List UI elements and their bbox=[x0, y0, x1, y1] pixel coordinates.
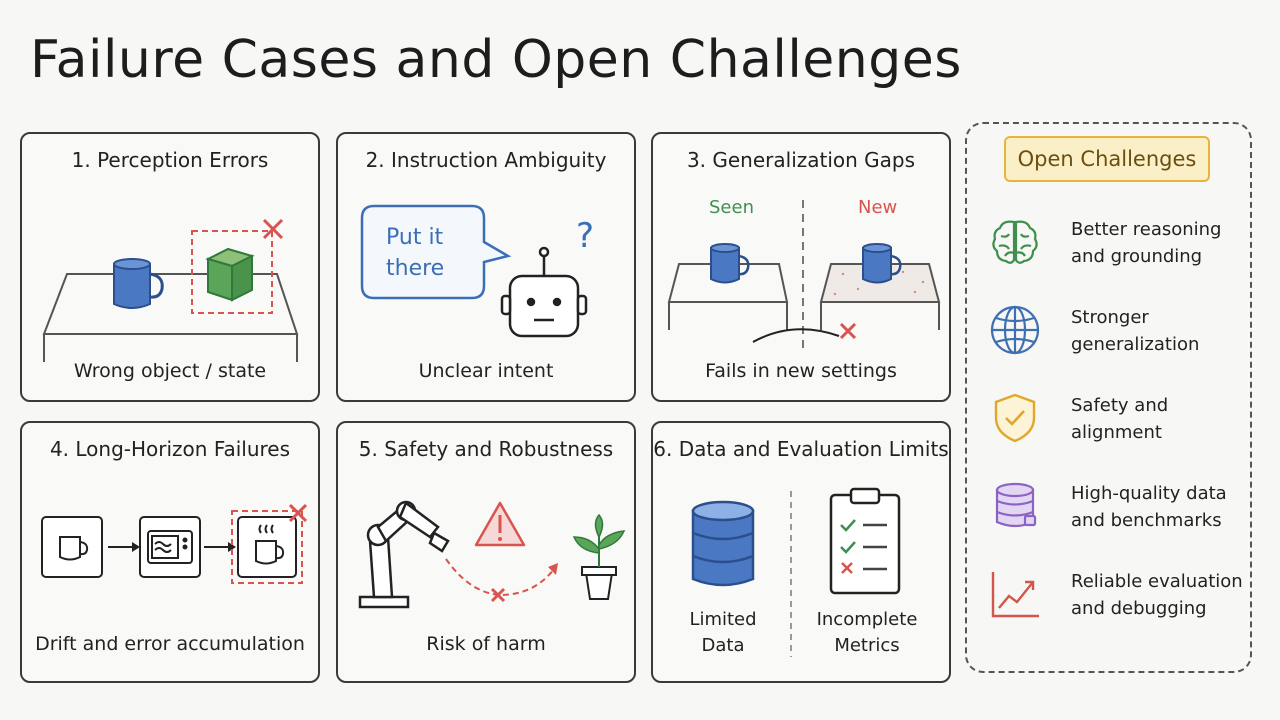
card-safety-robustness: 5. Safety and Robustness bbox=[336, 421, 636, 683]
plant-icon bbox=[572, 513, 626, 600]
card-title: 6. Data and Evaluation Limits bbox=[653, 437, 949, 461]
card-caption: Wrong object / state bbox=[73, 360, 267, 382]
mug-icon bbox=[862, 243, 902, 284]
perception-illustration bbox=[42, 218, 299, 362]
card-perception-errors: 1. Perception Errors Wrong object / stat… bbox=[20, 132, 320, 402]
safety-illustration bbox=[358, 500, 626, 609]
database-icon bbox=[995, 482, 1037, 528]
card-caption: Fails in new settings bbox=[705, 360, 897, 382]
card-caption: Unclear intent bbox=[418, 360, 554, 382]
card-title: 1. Perception Errors bbox=[71, 148, 269, 172]
card-title: 4. Long-Horizon Failures bbox=[49, 437, 291, 461]
open-challenges-header: Open Challenges bbox=[1004, 136, 1210, 182]
robot-icon bbox=[500, 246, 588, 338]
error-x-icon bbox=[490, 587, 506, 603]
generalization-illustration bbox=[667, 200, 941, 350]
card-title: 2. Instruction Ambiguity bbox=[365, 148, 607, 172]
error-x-icon bbox=[839, 322, 857, 340]
database-icon bbox=[691, 500, 755, 587]
mug-icon bbox=[113, 258, 164, 309]
error-x-icon bbox=[288, 503, 308, 523]
card-caption: Risk of harm bbox=[426, 633, 546, 655]
long-horizon-illustration bbox=[41, 503, 308, 584]
trend-chart-icon bbox=[991, 572, 1039, 618]
clipboard-icon bbox=[829, 487, 901, 595]
mug-icon bbox=[255, 524, 285, 565]
speech-bubble bbox=[360, 204, 512, 300]
seen-label: Seen bbox=[709, 197, 754, 218]
microwave-icon bbox=[147, 530, 193, 564]
card-caption: Drift and error accumulation bbox=[35, 633, 305, 655]
error-x-icon bbox=[262, 218, 284, 240]
warning-icon bbox=[474, 501, 526, 547]
brain-icon bbox=[992, 220, 1038, 264]
globe-icon bbox=[990, 305, 1040, 355]
ambiguity-illustration bbox=[360, 204, 588, 338]
robot-arm-icon bbox=[358, 500, 450, 609]
mug-icon bbox=[710, 243, 750, 284]
card-generalization-gaps: 3. Generalization Gaps Seen New Fails in… bbox=[651, 132, 951, 402]
card-long-horizon-failures: 4. Long-Horizon Failures Drift and error… bbox=[20, 421, 320, 683]
card-title: 5. Safety and Robustness bbox=[358, 437, 614, 461]
card-title: 3. Generalization Gaps bbox=[686, 148, 916, 172]
shield-icon bbox=[994, 393, 1036, 443]
new-label: New bbox=[858, 197, 898, 218]
data-eval-illustration bbox=[691, 487, 901, 657]
question-mark-icon: ? bbox=[576, 216, 595, 256]
page-title: Failure Cases and Open Challenges bbox=[30, 30, 962, 90]
cube-icon bbox=[205, 247, 255, 302]
mug-icon bbox=[59, 536, 89, 561]
